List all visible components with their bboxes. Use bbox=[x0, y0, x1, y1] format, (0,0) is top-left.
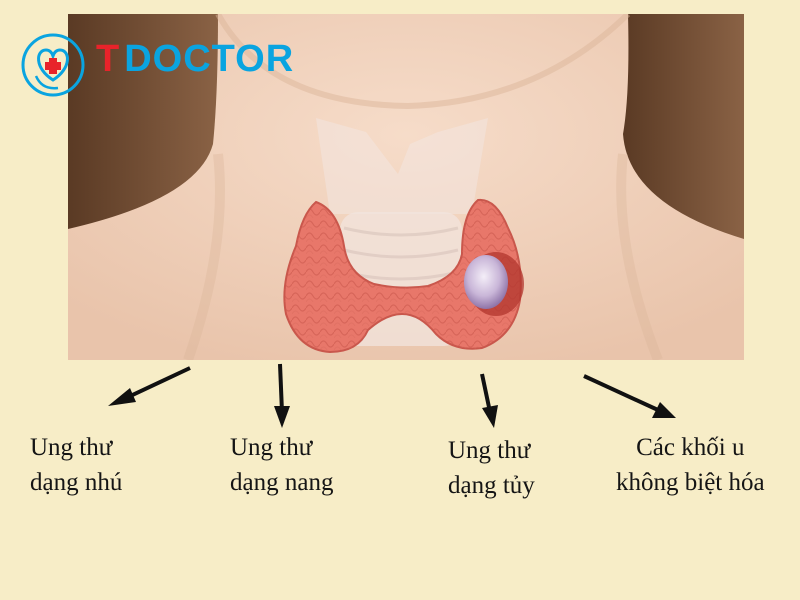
brand-initial: T bbox=[96, 38, 121, 80]
label-line: Ung thư bbox=[448, 437, 531, 464]
arrow-4-icon bbox=[583, 374, 676, 418]
thyroid-illustration bbox=[68, 14, 744, 360]
label-follicular-cancer: Ung thư dạng nang bbox=[230, 430, 333, 500]
larynx-cartilage bbox=[316, 118, 488, 214]
pointer-arrows bbox=[108, 363, 676, 428]
right-hair bbox=[623, 14, 744, 239]
label-line: Ung thư bbox=[230, 434, 313, 461]
brand-logo bbox=[18, 30, 318, 102]
label-medullary-cancer: Ung thư dạng tủy bbox=[448, 433, 535, 503]
neck-shading bbox=[183, 153, 663, 360]
arrow-1-icon bbox=[108, 366, 191, 406]
tumor-nodule bbox=[464, 255, 508, 309]
heart-stethoscope-icon bbox=[21, 33, 85, 97]
brand-name: DOCTOR bbox=[124, 38, 295, 80]
label-line: dạng nang bbox=[230, 469, 334, 496]
label-line: dạng nhú bbox=[30, 469, 123, 496]
left-hair bbox=[68, 14, 218, 229]
arrow-2-icon bbox=[274, 363, 290, 428]
label-line: không biệt hóa bbox=[616, 469, 765, 496]
label-line: Các khối u bbox=[636, 434, 745, 461]
label-line: dạng tủy bbox=[448, 472, 535, 499]
label-line: Ung thư bbox=[30, 434, 113, 461]
label-undifferentiated-tumors: Các khối u không biệt hóa bbox=[616, 430, 765, 500]
chin-shadow bbox=[215, 14, 631, 110]
label-papillary-cancer: Ung thư dạng nhú bbox=[30, 430, 122, 500]
arrow-3-icon bbox=[480, 373, 498, 428]
